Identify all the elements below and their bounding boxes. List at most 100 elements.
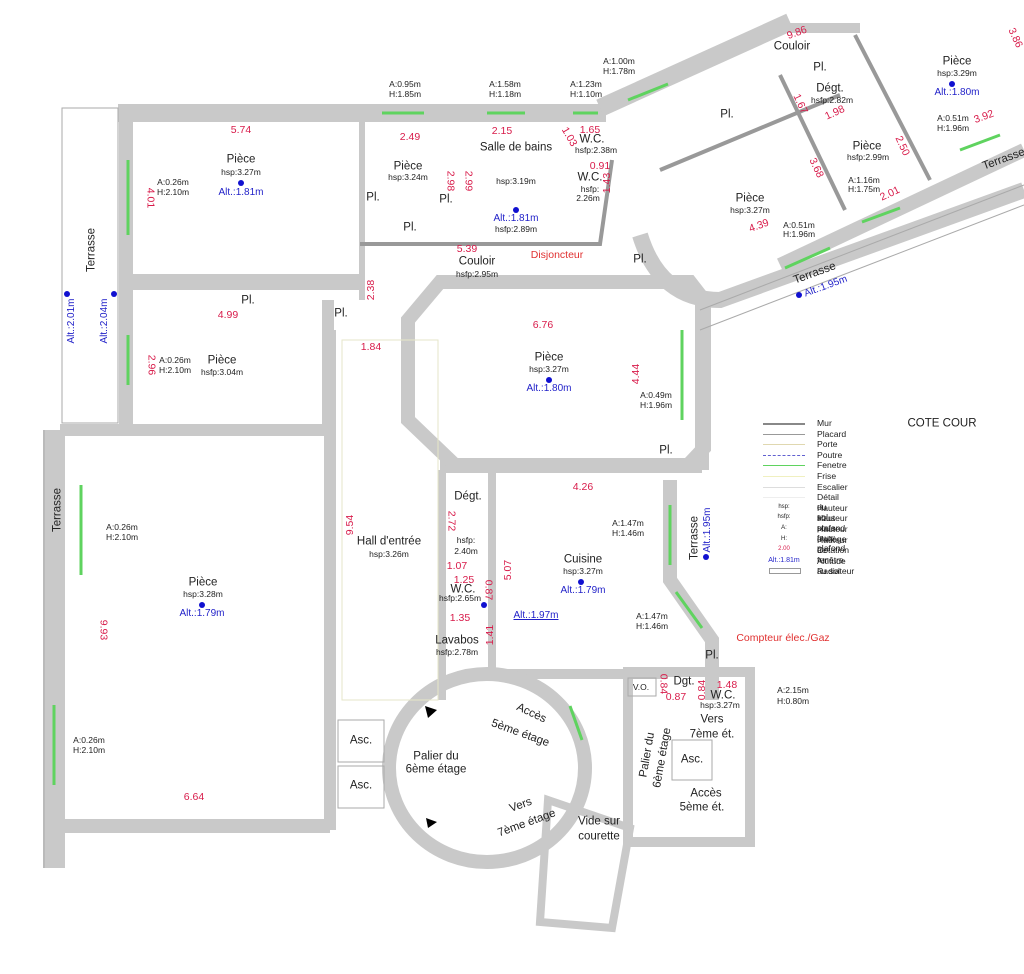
wall-top-diagonal (596, 13, 794, 117)
altitude-dot (578, 579, 584, 585)
wall-octagon (401, 275, 711, 472)
sill-height: A:2.15m (777, 684, 809, 695)
stair-label: 7ème ét. (689, 728, 735, 741)
altitude-dot (513, 207, 519, 213)
sill-height: A:1.47m (636, 610, 668, 621)
ceiling-height: hsp:3.27m (730, 204, 770, 215)
closet-label: Pl. (241, 294, 255, 307)
dimension: 1.35 (449, 611, 471, 624)
false-ceiling-height: hsfp:2.99m (846, 151, 890, 162)
dimension: 2.72 (445, 510, 458, 532)
room-name: Dgt. (673, 675, 695, 688)
window-height: H:1.46m (611, 527, 645, 538)
false-ceiling-height: hsfp:2.65m (438, 592, 482, 603)
room-name: Pièce (852, 140, 882, 153)
room-name: Hall d'entrée (356, 535, 422, 548)
room-name: Dégt. (454, 490, 482, 503)
false-ceiling-height: hsfp:2.82m (810, 94, 854, 105)
altitude: Alt.:1.80m (934, 87, 980, 98)
elevator-se (671, 739, 713, 781)
sill-height: A:0.26m (106, 521, 138, 532)
altitude: Alt.:1.79m (560, 585, 606, 596)
sill-height: A:1.16m (848, 174, 880, 185)
room-name: Pièce (207, 354, 237, 367)
sill-height: A:1.00m (603, 55, 635, 66)
closet-label: Pl. (659, 444, 673, 457)
closet-label: Pl. (720, 108, 734, 121)
arrow-up-icon (425, 706, 437, 718)
altitude-dot (949, 81, 955, 87)
ceiling-height: hsp:3.27m (221, 166, 261, 177)
wall-ne-inner (659, 93, 841, 172)
dimension: 1.48 (716, 678, 738, 691)
meter-annotation: Compteur élec./Gaz (736, 631, 830, 644)
courtyard-label: Vide sur (578, 815, 620, 828)
altitude: Alt.:2.01m (66, 298, 77, 344)
dimension: 2.49 (399, 130, 421, 143)
ceiling-height: hsp:3.29m (937, 67, 977, 78)
stair-label: Vers (700, 713, 724, 726)
window-height: H:1.96m (936, 122, 970, 133)
sill-height: A:0.51m (783, 219, 815, 230)
wall-ne-front (777, 143, 1024, 272)
courtyard-label: courette (578, 830, 620, 843)
false-ceiling-height: 2.26m (576, 192, 600, 203)
dimension: 2.15 (491, 124, 513, 137)
altitude-dot (199, 602, 205, 608)
altitude-dot (481, 602, 487, 608)
window-ne-2 (861, 206, 901, 224)
room-name: Salle de bains (479, 141, 553, 154)
altitude: Alt.:1.81m (493, 213, 539, 224)
false-ceiling-height: hsfp:2.89m (494, 223, 538, 234)
room-name: Cuisine (563, 553, 603, 566)
room-name: Couloir (773, 40, 811, 53)
ceiling-height: hsp:3.27m (563, 565, 603, 576)
dimension: 4.99 (217, 308, 239, 321)
ceiling-height: hsp:3.27m (700, 699, 740, 710)
stair-label: Accès (690, 787, 722, 800)
dimension: 4.44 (629, 363, 642, 385)
wall-ne-partition2 (853, 34, 932, 181)
dimension: 1.65 (579, 123, 601, 136)
dimension: 1.84 (360, 340, 382, 353)
altitude-dot (546, 377, 552, 383)
altitude: Alt.:1.81m (218, 187, 264, 198)
terrace-ne-outline (699, 184, 1024, 331)
dimension: 5.39 (456, 242, 478, 255)
window-height: H:0.80m (776, 695, 810, 706)
room-name: W.C. (450, 583, 476, 596)
breaker-annotation: Disjoncteur (530, 248, 584, 261)
altitude: Alt.:1.95m (702, 507, 713, 553)
false-ceiling-height: 2.40m (454, 545, 478, 556)
dimension: 0.84 (695, 679, 708, 701)
ceiling-height: hsp:3.26m (369, 548, 409, 559)
elevator-1 (337, 719, 385, 763)
wall-stair-se (623, 667, 755, 847)
false-ceiling-height: hsfp: (456, 534, 476, 545)
dimension: 5.07 (501, 559, 514, 581)
hall-floor (341, 339, 439, 701)
vo-label: V.O. (632, 681, 650, 692)
terrace-west-outline (61, 107, 119, 424)
dimension: 9.54 (343, 514, 356, 536)
closet-label: Pl. (813, 61, 827, 74)
window-height: H:2.10m (156, 186, 190, 197)
dimension: 2.96 (145, 354, 158, 376)
ceiling-height: hsp:3.27m (529, 363, 569, 374)
window-height: H:2.10m (105, 531, 139, 542)
vo-box (627, 677, 657, 697)
dimension: 0.91 (589, 159, 611, 172)
stair-label: 5ème ét. (679, 801, 725, 814)
room-name: Pièce (393, 160, 423, 173)
room-name: Pièce (226, 153, 256, 166)
dimension: 1.25 (453, 573, 475, 586)
closet-label: Pl. (705, 649, 719, 662)
room-name: W.C. (577, 171, 603, 184)
wall-courette (535, 794, 635, 933)
room-name: Pièce (188, 576, 218, 589)
wall-ne-partition (778, 74, 847, 211)
wall-couloir-north (360, 159, 614, 246)
dimension: 4.01 (144, 187, 157, 209)
